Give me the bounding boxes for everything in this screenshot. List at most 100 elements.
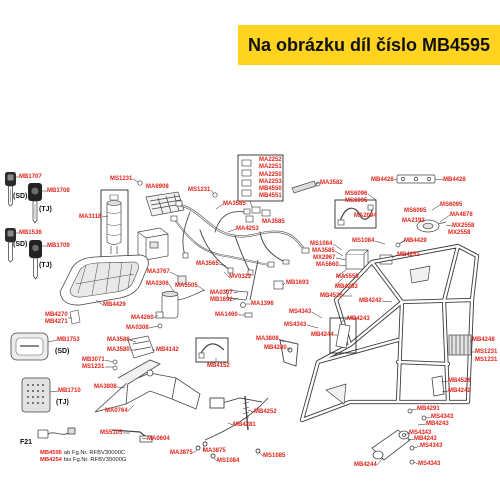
part-number-label: MB4595: [40, 450, 62, 456]
part-number-label: MB4243: [426, 421, 449, 427]
part-number-label: MA5660: [316, 262, 339, 268]
part-number-label: MB1709: [47, 243, 70, 249]
part-number-label: MA4876: [450, 212, 473, 218]
part-number-label: MS4343: [284, 322, 307, 328]
part-number-label: MB1693: [286, 280, 309, 286]
part-number-label: MV0322: [229, 274, 252, 280]
part-number-label: MB1536: [19, 230, 42, 236]
part-number-label: MB4243: [347, 316, 370, 322]
part-number-label: MB4429: [404, 238, 427, 244]
variant-marker: (TJ): [39, 206, 52, 213]
part-number-label: MB4428: [371, 177, 394, 183]
page-title: Na obrázku díl číslo MB4595: [247, 34, 491, 55]
part-number-label: MB4243: [414, 436, 437, 442]
footnote-text: ab Fg.Nr. RFBV30000C: [63, 450, 126, 456]
part-number-label: MA3875: [170, 450, 193, 456]
part-number-label: MX2558: [452, 223, 475, 229]
cable-box: [195, 337, 229, 363]
part-number-label: MA2250: [259, 172, 282, 178]
cable-coil-box: [334, 199, 377, 229]
part-number-label: MS5105: [100, 430, 123, 436]
part-number-label: MS6096: [345, 191, 368, 197]
part-number-label: MA2251: [259, 164, 282, 170]
part-number-label: MS1084: [352, 238, 375, 244]
part-number-label: MA3808: [94, 384, 117, 390]
variant-marker: (SD): [55, 348, 70, 355]
part-number-label: MB4550: [259, 186, 282, 192]
engine-hanger: [371, 375, 445, 465]
part-number-label: MB4428: [443, 177, 466, 183]
variant-marker: (TJ): [56, 399, 69, 406]
part-number-label: MS4343: [420, 443, 443, 449]
part-number-label: MB1753: [57, 337, 80, 343]
part-number-label: MB4254: [40, 457, 62, 463]
part-number-label: MB3071: [82, 357, 105, 363]
speaker-unit: [21, 377, 51, 413]
part-number-label: MB4283: [335, 284, 358, 290]
part-number-label: MB4242: [359, 298, 382, 304]
part-number-label: MS4343: [431, 414, 454, 420]
key-icon: [28, 183, 42, 224]
part-number-label: MB4248: [472, 337, 495, 343]
part-number-label: MB4142: [156, 347, 179, 353]
ignition-module: [10, 332, 49, 361]
part-number-label: MB4551: [259, 193, 282, 199]
part-number-label: MA3565: [196, 261, 219, 267]
key-icon: [29, 240, 42, 280]
part-number-label: MS4343: [289, 309, 312, 315]
connector-set: [237, 154, 284, 223]
part-number-label: MA2252: [259, 157, 282, 163]
part-number-label: MA1460: [215, 312, 238, 318]
part-number-label: MB4526: [448, 378, 471, 384]
part-number-label: MS4343: [418, 461, 441, 467]
part-number-label: MA0308: [126, 325, 149, 331]
part-number-label: MB4280: [264, 345, 287, 351]
part-number-label: MA2192: [402, 218, 425, 224]
leader-lines: [16, 176, 475, 466]
fuel-pump-tube: [291, 180, 321, 194]
part-number-label: MS1231: [188, 187, 211, 193]
part-number-label: MA3808: [256, 336, 279, 342]
throttle-sensor: [155, 275, 253, 329]
switch-part: [37, 427, 76, 439]
part-number-label: MA2094: [354, 213, 377, 219]
part-number-label: MA0307: [210, 290, 233, 296]
rectifier: [448, 334, 472, 356]
part-number-label: MA3580: [107, 347, 130, 353]
part-number-label: MA2253: [259, 179, 282, 185]
part-number-label: MA1396: [251, 301, 274, 307]
part-number-label: MA3875: [203, 448, 226, 454]
part-number-label: MA6908: [146, 184, 169, 190]
part-number-label: MA3582: [320, 180, 343, 186]
part-number-label: MS6095: [345, 198, 368, 204]
part-number-label: MS6095: [440, 202, 463, 208]
part-number-label: MS1231: [110, 176, 133, 182]
head-bracket-box: [329, 317, 357, 354]
part-number-label: MS1084: [310, 241, 333, 247]
brake-linkage: [195, 259, 299, 459]
part-number-label: MA5505: [175, 283, 198, 289]
part-number-label: MB4244: [354, 462, 377, 468]
part-number-label: MA4260: [131, 315, 154, 321]
part-number-label: MA3586: [107, 337, 130, 343]
key-icon: [5, 228, 16, 263]
part-number-label: MA3585: [223, 201, 246, 207]
part-number-label: MB4270: [45, 312, 68, 318]
variant-marker: (SD): [13, 241, 28, 248]
part-number-label: MS1084: [217, 458, 240, 464]
part-number-label: MA3767: [147, 269, 170, 275]
center-stand: [94, 359, 201, 443]
part-number-label: MA3118: [79, 214, 102, 220]
part-number-label: MA0604: [147, 436, 170, 442]
wiring-harness: [170, 200, 310, 276]
variant-marker: (SD): [13, 193, 28, 200]
part-number-label: MB4152: [207, 363, 230, 369]
part-number-label: MB4271: [45, 319, 68, 325]
storage-tray: [59, 254, 149, 325]
part-number-label: MB1707: [19, 174, 42, 180]
part-number-label: MS1231: [82, 364, 105, 370]
mounting-bar: [396, 174, 436, 184]
